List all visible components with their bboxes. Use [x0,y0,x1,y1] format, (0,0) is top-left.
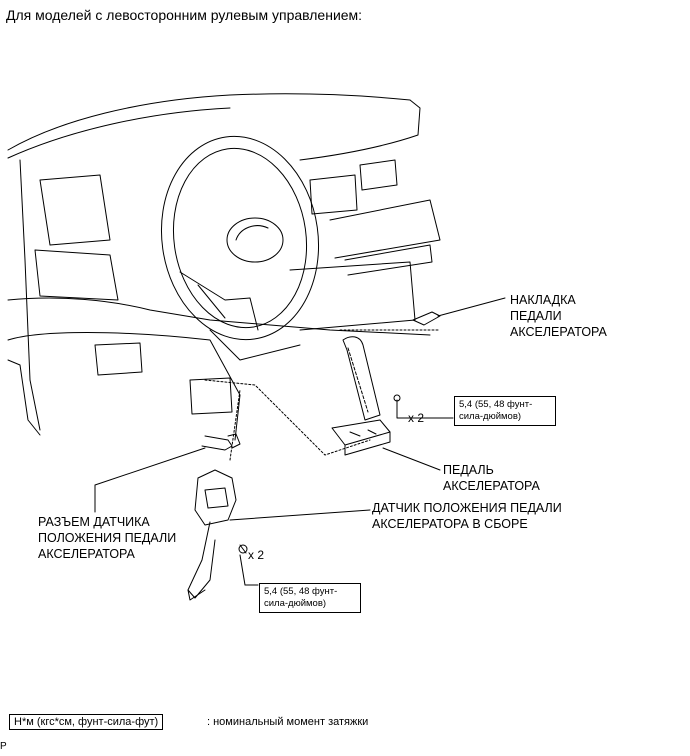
quantity-lower: x 2 [248,548,265,562]
dashboard-outline [7,93,441,441]
torque-spec-lower: 5,4 (55, 48 фунт- сила-дюймов) [259,583,361,613]
bolt-upper [393,394,401,413]
label-pedal-pad: НАКЛАДКА ПЕДАЛИ АКСЕЛЕРАТОРА [510,293,607,339]
pedal-pad [412,311,441,326]
corner-mark: P [0,741,7,752]
quantity-upper: x 2 [408,411,425,425]
legend-unit-box: Н*м (кгс*см, фунт-сила-фут) [9,714,164,730]
accelerator-pedal [331,336,391,456]
pedal-sensor-assembly [187,469,248,601]
label-pedal-position-sensor: ДАТЧИК ПОЛОЖЕНИЯ ПЕДАЛИ АКСЕЛЕРАТОРА В С… [372,501,562,531]
sensor-connector [201,433,241,451]
steering-wheel [160,135,320,361]
leader-lines [94,297,506,586]
label-sensor-connector: РАЗЪЕМ ДАТЧИКА ПОЛОЖЕНИЯ ПЕДАЛИ АКСЕЛЕРА… [38,515,177,561]
torque-spec-upper: 5,4 (55, 48 фунт- сила-дюймов) [454,396,556,426]
legend-description: : номинальный момент затяжки [207,716,369,728]
page-title: Для моделей с левосторонним рулевым упра… [6,7,363,23]
label-accelerator-pedal: ПЕДАЛЬ АКСЕЛЕРАТОРА [443,463,540,493]
